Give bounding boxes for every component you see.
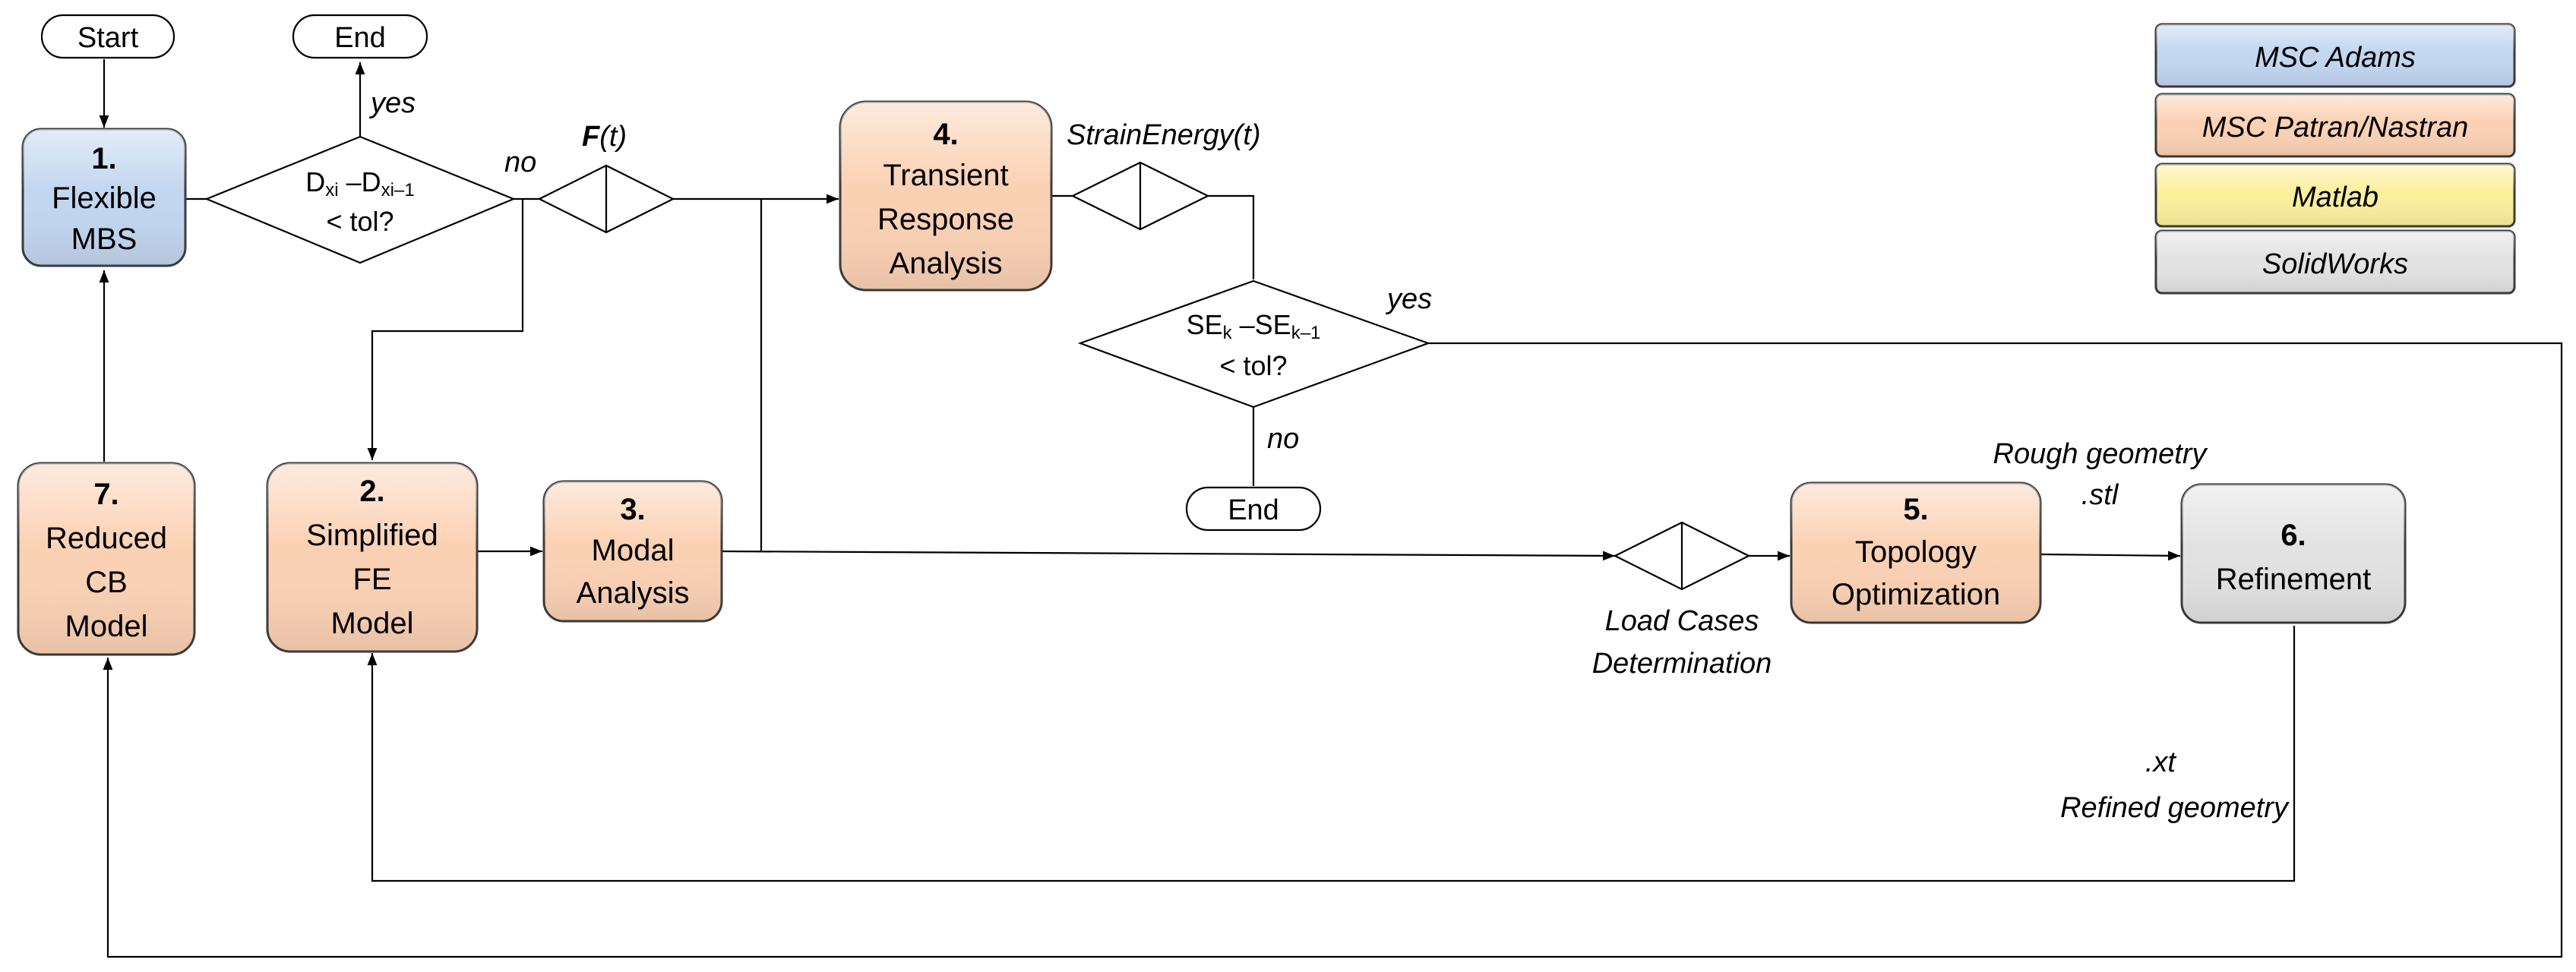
- decision-displacement-tolerance: Dxi –Dxi–1 < tol?: [204, 135, 516, 264]
- legend-item-solidworks: SolidWorks: [2154, 229, 2516, 295]
- box-6-line-1: Refinement: [2216, 563, 2372, 596]
- box-3-number: 3.: [620, 493, 645, 526]
- terminal-start: Start: [40, 14, 175, 59]
- label-strain-energy: StrainEnergy(t): [1067, 119, 1261, 151]
- label-yes-top: yes: [368, 87, 416, 119]
- box-7-line-1: Reduced: [46, 522, 167, 555]
- box-5-number: 5.: [1903, 493, 1928, 526]
- box-2-line-1: Simplified: [306, 519, 438, 552]
- box-3-line-2: Analysis: [577, 576, 690, 610]
- box-1-number: 1.: [91, 142, 116, 175]
- label-stl: .stl: [2081, 479, 2119, 511]
- box-6-number: 6.: [2280, 519, 2306, 552]
- box-7-line-3: Model: [65, 610, 148, 643]
- arrow-b5-to-b6: [2040, 551, 2181, 561]
- decision-1-tolerance: < tol?: [326, 206, 394, 237]
- strain-energy-diamond: [1070, 161, 1210, 231]
- decision-1-expression: Dxi –Dxi–1: [305, 166, 414, 200]
- label-no-top: no: [504, 147, 536, 178]
- legend-label-msc-patran-nastran: MSC Patran/Nastran: [2202, 112, 2469, 144]
- terminal-start-label: Start: [77, 22, 139, 54]
- arrow-yes-to-b7: [103, 342, 2563, 958]
- line-se-to-d2: [1208, 194, 1255, 279]
- box-5-line-1: Topology: [1855, 535, 1977, 569]
- box-5-topology-optimization: 5. Topology Optimization: [1790, 481, 2042, 624]
- box-7-number: 7.: [93, 478, 119, 511]
- arrow-no-to-b2: [367, 199, 524, 460]
- label-load-cases-1: Load Cases: [1605, 605, 1759, 637]
- legend-item-msc-patran-nastran: MSC Patran/Nastran: [2154, 93, 2516, 158]
- box-2-simplified-fe-model: 2. Simplified FE Model: [266, 462, 479, 653]
- label-no-bottom: no: [1267, 423, 1299, 455]
- box-4-transient-response: 4. Transient Response Analysis: [839, 100, 1053, 292]
- box-1-flexible-mbs: 1. Flexible MBS: [21, 128, 187, 267]
- force-diamond: [537, 164, 675, 234]
- label-rough-geometry: Rough geometry: [1993, 438, 2208, 470]
- legend-item-matlab: Matlab: [2154, 163, 2516, 228]
- terminal-end-top-label: End: [334, 22, 386, 54]
- box-7-line-2: CB: [85, 566, 128, 599]
- legend-label-msc-adams: MSC Adams: [2255, 42, 2416, 74]
- label-force: F(t): [582, 121, 627, 153]
- legend-item-msc-adams: MSC Adams: [2154, 23, 2516, 88]
- decision-2-expression: SEk –SEk–1: [1187, 309, 1321, 343]
- legend-label-solidworks: SolidWorks: [2262, 248, 2408, 280]
- box-2-line-2: FE: [352, 563, 391, 596]
- label-load-cases-2: Determination: [1592, 648, 1772, 680]
- box-3-line-1: Modal: [592, 534, 675, 567]
- box-2-line-3: Model: [331, 607, 414, 640]
- box-4-line-2: Response: [877, 203, 1014, 236]
- legend-label-matlab: Matlab: [2292, 181, 2378, 213]
- terminal-end-bottom-label: End: [1228, 494, 1279, 526]
- box-1-line-1: Flexible: [52, 181, 156, 215]
- label-yes-right: yes: [1385, 283, 1432, 315]
- arrow-b3-to-loadcases: [721, 550, 1616, 561]
- box-3-modal-analysis: 3. Modal Analysis: [542, 480, 723, 623]
- terminal-end-bottom: End: [1185, 486, 1322, 532]
- box-5-line-2: Optimization: [1832, 578, 2000, 611]
- decision-2-tolerance: < tol?: [1219, 350, 1287, 381]
- box-4-number: 4.: [933, 118, 958, 151]
- box-4-line-3: Analysis: [890, 247, 1003, 280]
- legend: MSC Adams MSC Patran/Nastran Matlab Soli…: [2154, 23, 2516, 295]
- connectors: [99, 59, 2563, 958]
- label-refined-geometry: Refined geometry: [2060, 792, 2290, 824]
- box-1-line-2: MBS: [71, 222, 137, 256]
- box-6-refinement: 6. Refinement: [2180, 483, 2407, 624]
- box-2-number: 2.: [359, 475, 384, 508]
- box-7-reduced-cb-model: 7. Reduced CB Model: [17, 462, 196, 656]
- terminal-end-top: End: [292, 14, 428, 59]
- arrow-b6-to-b2: [367, 626, 2296, 882]
- load-cases-diamond: [1613, 521, 1751, 591]
- decision-strain-energy-tolerance: SEk –SEk–1 < tol?: [1077, 279, 1431, 409]
- box-4-line-1: Transient: [883, 159, 1008, 192]
- label-xt: .xt: [2145, 746, 2177, 778]
